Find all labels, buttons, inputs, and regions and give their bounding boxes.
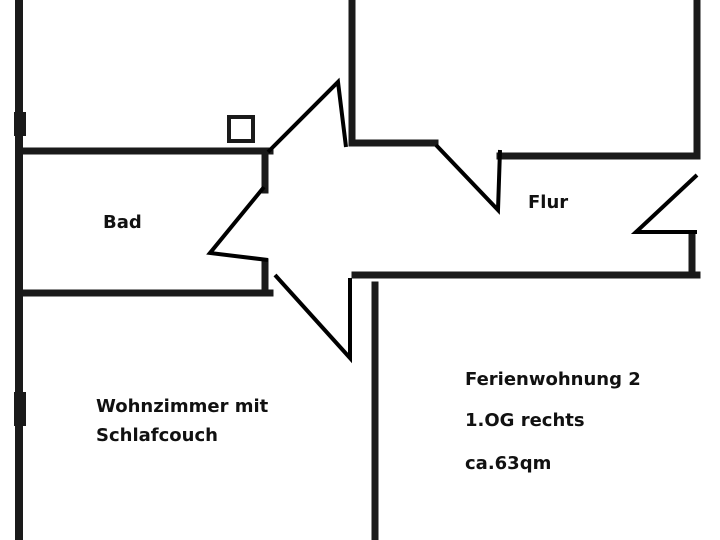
apartment-floor: 1.OG rechts — [465, 410, 585, 431]
shaft-square — [227, 115, 255, 143]
door-swings — [206, 77, 699, 364]
upper-door-swing — [266, 77, 348, 154]
window-marks — [14, 112, 26, 426]
living-door-swing — [273, 273, 352, 364]
room-label-wohnzimmer-line1: Wohnzimmer mit — [96, 396, 269, 417]
bath-door-swing — [206, 185, 269, 262]
flur-door-swing-left — [434, 143, 502, 215]
room-label-bad: Bad — [103, 212, 142, 233]
room-label-flur: Flur — [528, 192, 569, 213]
flur-door-swing-right — [630, 173, 699, 234]
room-label-wohnzimmer-line2: Schlafcouch — [96, 425, 218, 446]
interior-walls — [15, 0, 701, 540]
apartment-area: ca.63qm — [465, 453, 552, 474]
room-label-wohnzimmer: Wohnzimmer mit Schlafcouch — [96, 392, 268, 450]
window-mark-2 — [14, 392, 26, 426]
apartment-title: Ferienwohnung 2 — [465, 369, 641, 390]
window-mark-1 — [14, 112, 26, 136]
